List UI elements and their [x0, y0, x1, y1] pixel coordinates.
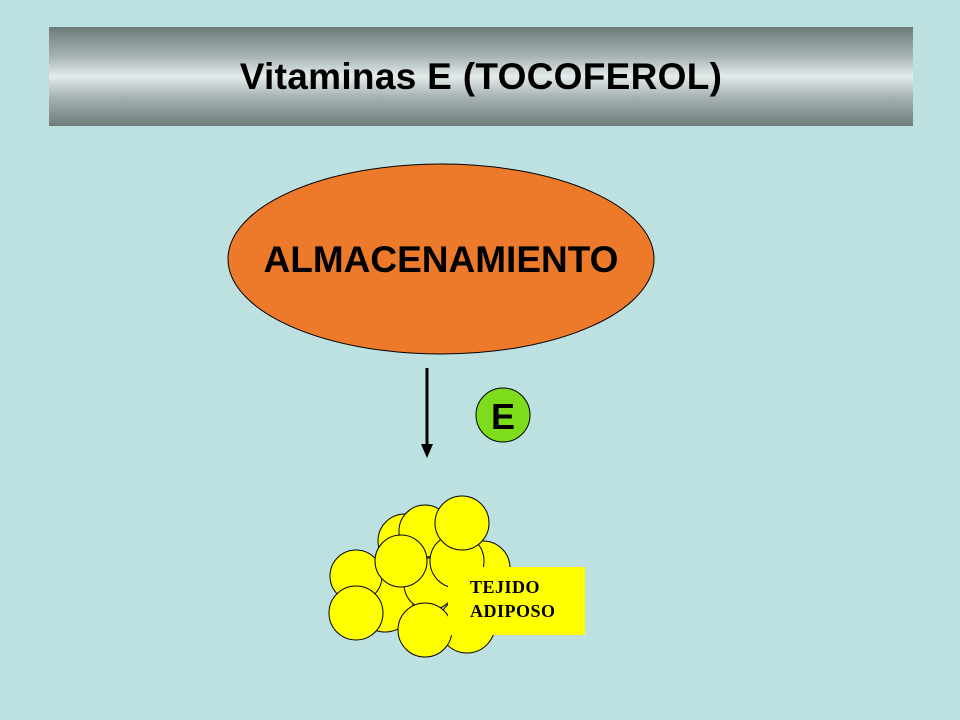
down-arrow-head	[421, 444, 433, 458]
vitamin-e-label: E	[491, 396, 515, 437]
fat-cell	[374, 534, 428, 588]
adipose-tissue-label: TEJIDO ADIPOSO	[448, 567, 585, 635]
fat-cell	[434, 495, 490, 551]
storage-label: ALMACENAMIENTO	[264, 239, 619, 280]
title-bar: Vitaminas E (TOCOFEROL)	[49, 27, 913, 126]
adipose-tissue-label-line1: TEJIDO	[470, 577, 541, 597]
storage-ellipse	[227, 163, 655, 355]
slide-title: Vitaminas E (TOCOFEROL)	[239, 55, 723, 97]
fat-cell	[397, 602, 453, 658]
fat-cell	[328, 585, 384, 641]
vitamin-e-circle	[475, 387, 531, 443]
adipose-tissue-label-line2: ADIPOSO	[470, 601, 556, 621]
fat-cell-cluster	[328, 495, 511, 658]
